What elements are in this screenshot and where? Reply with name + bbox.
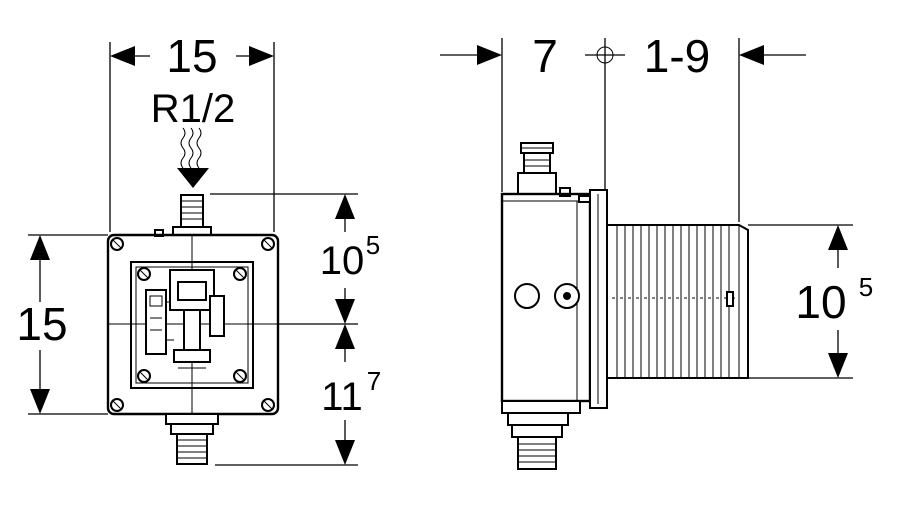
sleeve-height-dimension: 10 5 (748, 224, 873, 379)
origin-circle-icon (585, 46, 625, 64)
left-height-dimension: 15 (16, 235, 68, 414)
depth-dimension: 7 1-9 (440, 30, 806, 222)
screw-icon (261, 237, 275, 251)
upper-height-label: 10 (320, 239, 365, 283)
sensor-window-icon (554, 283, 580, 309)
depth-label: 7 (532, 30, 558, 82)
flow-arrow-icon (177, 168, 209, 188)
left-height-label: 15 (16, 298, 67, 350)
top-connector (154, 194, 212, 237)
side-view: 7 1-9 (440, 30, 873, 470)
lower-height-label: 11 (321, 375, 363, 419)
water-inlet-indicator: R1/2 (151, 87, 236, 188)
side-bottom-connector (501, 400, 581, 470)
upper-height-sup: 5 (366, 230, 380, 260)
sleeve-height-sup: 5 (859, 272, 873, 302)
thread-size-label: R1/2 (151, 87, 236, 131)
bottom-connector (165, 413, 219, 465)
top-width-dimension: 15 (109, 30, 275, 232)
flush-button-icon (514, 283, 540, 309)
screw-icon (110, 237, 124, 251)
lower-height-sup: 7 (367, 366, 381, 396)
front-housing (106, 233, 280, 416)
sleeve-height-label: 10 (795, 276, 846, 328)
side-top-connector (517, 142, 571, 197)
top-width-label: 15 (166, 30, 217, 82)
extension-sleeve (606, 224, 749, 379)
screw-icon (110, 398, 124, 412)
screw-icon (261, 398, 275, 412)
adjust-range-label: 1-9 (644, 30, 710, 82)
front-view: 15 R1/2 (16, 30, 381, 466)
right-split-dimension: 10 5 11 7 (320, 194, 381, 465)
side-housing (500, 189, 608, 409)
